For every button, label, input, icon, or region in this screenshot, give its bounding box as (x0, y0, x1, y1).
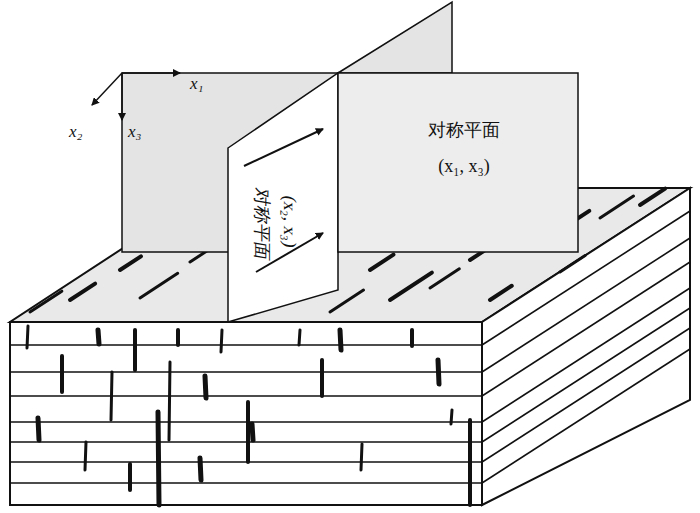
fracture (361, 444, 362, 470)
fracture (98, 330, 99, 344)
fracture (60, 356, 64, 392)
axis (121, 73, 123, 120)
fracture (468, 420, 472, 505)
fracture-trace (600, 196, 634, 218)
fracture (340, 330, 341, 350)
fracture (438, 360, 439, 384)
fracture (205, 376, 206, 398)
plane-x2x3 (228, 73, 338, 322)
axis-label: x₃ (128, 122, 141, 142)
bedding-line (10, 395, 482, 397)
fracture-trace (140, 273, 178, 298)
fracture-trace (490, 286, 512, 300)
bedding-line (10, 371, 482, 373)
fracture (111, 372, 112, 420)
bedding-line (482, 328, 690, 462)
plane-back (338, 2, 452, 73)
arrow (244, 129, 323, 166)
fracture (451, 410, 452, 424)
fracture (27, 326, 28, 348)
axis (122, 72, 180, 74)
axis-label: x₂ (69, 122, 82, 142)
fracture-trace (640, 189, 665, 205)
plane-coordinates: (x₁, x₃) (438, 156, 490, 178)
fracture (246, 402, 250, 462)
fracture (169, 362, 170, 440)
fracture-trace (430, 269, 459, 288)
fracture-trace (370, 255, 393, 270)
fracture-trace (560, 256, 585, 272)
symmetry-plane: 对称平面 (x₂, x₃) (228, 148, 338, 298)
axis-label: x₁ (190, 74, 203, 94)
fracture (320, 360, 324, 396)
fracture (410, 330, 414, 346)
bedding-line (482, 308, 690, 442)
axis (92, 73, 122, 105)
fracture (158, 412, 159, 505)
front-face (10, 322, 482, 505)
fracture (252, 424, 253, 440)
fracture-trace (120, 256, 141, 270)
plane-title: 对称平面 (428, 120, 500, 142)
plane-title: 对称平面 (250, 186, 272, 262)
bedding-line (10, 482, 482, 484)
bedding-line (482, 288, 690, 422)
bedding-line (482, 349, 690, 483)
fracture-trace (390, 273, 432, 300)
fracture (176, 330, 180, 345)
fracture (299, 330, 300, 345)
plane-x1x3 (338, 73, 578, 252)
fracture (200, 458, 201, 480)
symmetry-plane: 对称平面 (x₁, x₃) (338, 110, 578, 200)
fracture-trace (70, 284, 95, 300)
fracture-trace (330, 290, 364, 312)
plane-coordinates: (x₂, x₃) (278, 194, 300, 249)
fracture (85, 442, 86, 470)
fracture-trace (30, 291, 62, 312)
fracture (38, 418, 39, 440)
fracture (133, 330, 137, 370)
fracture (128, 464, 132, 490)
fracture (221, 330, 222, 352)
bedding-line (482, 238, 690, 372)
